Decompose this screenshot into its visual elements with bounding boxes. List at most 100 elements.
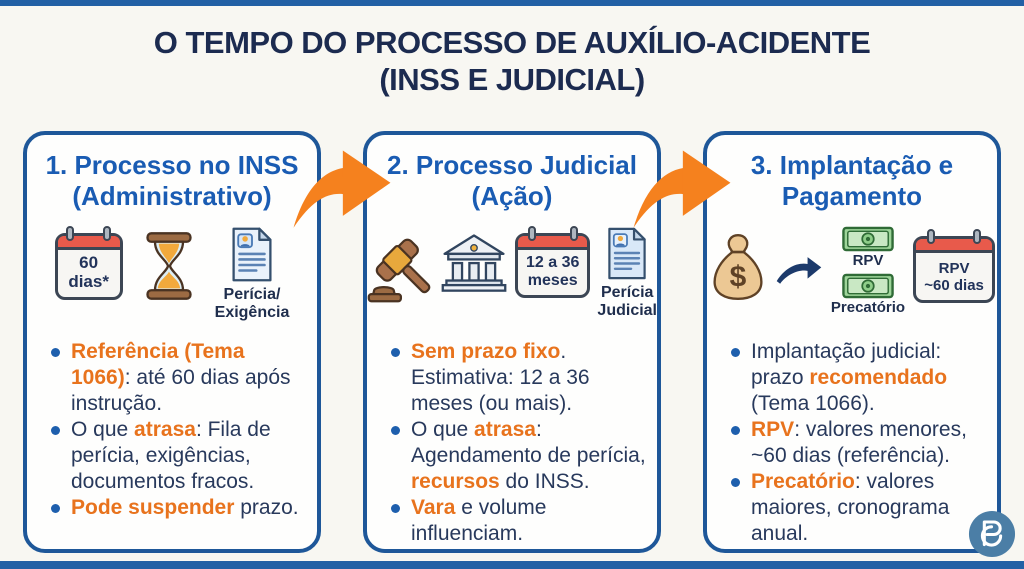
bullet-item: O que atrasa: Fila de perícia, exigência… [51,417,307,495]
flow-arrow-icon [291,144,393,230]
curved-arrow-icon [775,254,823,286]
document-label: Perícia/ Exigência [214,286,290,321]
money-bag-icon: $ [709,230,767,304]
bullet-text: Sem prazo fixo. Estimativa: 12 a 36 mese… [411,339,647,417]
document-expertise-icon [605,226,649,281]
card3-title: 3. Implantação e [750,150,954,180]
plain-text: O que [71,418,135,441]
highlighted-text: atrasa [474,418,536,441]
banknote-icon [842,226,894,252]
svg-text:$: $ [730,261,747,294]
card3-icons-row: $ RPV [707,226,997,322]
bullet-text: Vara e volume influenciam. [411,495,647,547]
bullet-dot-icon [51,504,60,513]
highlighted-text: Precatório [751,470,855,493]
bullet-text: O que atrasa: Fila de perícia, exigência… [71,417,307,495]
highlighted-text: atrasa [134,418,196,441]
plain-text: do INSS. [499,470,590,493]
plain-text: : até 60 dias após instrução. [71,366,291,415]
highlighted-text: Sem prazo fixo [411,340,561,363]
plain-text: : Agendamento de perícia, [411,418,646,467]
highlighted-text: Vara [411,496,456,519]
card3-bullets: Implantação judicial: prazo recomendado … [707,322,997,547]
card-implantacao-pagamento: 3. Implantação e Pagamento $ [703,131,1001,553]
highlighted-text: Pode suspender [71,496,235,519]
document-expertise-group: Perícia Judicial [597,226,657,319]
card1-title: 1. Processo no INSS [45,150,299,180]
bullet-item: RPV: valores menores, ~60 dias (referênc… [731,417,987,469]
bullet-item: Precatório: valores maiores, cronograma … [731,469,987,547]
calendar-label: 60 dias* [68,253,109,291]
card-processo-judicial: 2. Processo Judicial (Ação) [363,131,661,553]
bullet-text: O que atrasa: Agendamento de perícia, re… [411,417,647,495]
calendar-ring [569,226,578,241]
payment-types-group: RPV Precatório [831,226,905,319]
bullet-dot-icon [731,478,740,487]
card2-title: 2. Processo Judicial [386,150,637,180]
calendar-ring [926,229,935,244]
calendar-icon: RPV ~60 dias [913,229,996,303]
bullet-item: Referência (Tema 1066): até 60 dias após… [51,339,307,417]
calendar-label: RPV ~60 dias [924,260,984,294]
hourglass-icon [141,226,197,306]
card2-icons-row: 12 a 36 meses Perícia [367,226,657,322]
bullet-dot-icon [731,348,740,357]
bullet-text: Pode suspender prazo. [71,495,299,521]
flow-arrow-icon [631,144,733,230]
calendar-ring [102,226,111,241]
plain-text: : Fila de perícia, exigências, documento… [71,418,271,493]
bullet-dot-icon [391,348,400,357]
bullet-item: Pode suspender prazo. [51,495,307,521]
highlighted-text: recursos [411,470,500,493]
card1-bullets: Referência (Tema 1066): até 60 dias após… [27,322,317,521]
bullet-item: Vara e volume influenciam. [391,495,647,547]
calendar-label: 12 a 36 meses [526,254,580,289]
card3-subtitle: Pagamento [781,181,923,211]
calendar-header [916,239,993,253]
bullet-dot-icon [731,426,740,435]
document-label: Perícia Judicial [597,284,657,319]
bullet-dot-icon [51,348,60,357]
bullet-item: O que atrasa: Agendamento de perícia, re… [391,417,647,495]
top-accent-bar [0,0,1024,6]
plain-text: O que [411,418,475,441]
document-expertise-icon [229,226,275,283]
calendar-icon: 12 a 36 meses [515,226,591,299]
card1-subtitle: (Administrativo) [72,181,272,211]
bullet-dot-icon [51,426,60,435]
plain-text: (Tema 1066). [751,392,875,415]
card1-icons-row: 60 dias* [27,226,317,322]
courthouse-icon [440,232,508,296]
bullet-item: Implantação judicial: prazo recomendado … [731,339,987,417]
bullet-dot-icon [391,426,400,435]
rpv-label: RPV [852,252,884,269]
bullet-item: Sem prazo fixo. Estimativa: 12 a 36 mese… [391,339,647,417]
page-title-line2: (INSS E JUDICIAL) [379,62,645,97]
plain-text: prazo. [234,496,299,519]
highlighted-text: RPV [751,418,795,441]
card2-bullets: Sem prazo fixo. Estimativa: 12 a 36 mese… [367,322,657,547]
page-title: O TEMPO DO PROCESSO DE AUXÍLIO-ACIDENTE … [0,24,1024,98]
precatorio-label: Precatório [830,298,906,316]
calendar-ring [66,226,75,241]
bullet-text: Precatório: valores maiores, cronograma … [751,469,987,547]
bullet-text: Referência (Tema 1066): até 60 dias após… [71,339,307,417]
brand-logo-icon [968,510,1016,558]
card-processo-inss: 1. Processo no INSS (Administrativo) 60 … [23,131,321,553]
plain-text: : valores menores, ~60 dias (referência)… [751,418,967,467]
plain-text: . Estimativa: 12 a 36 meses (ou mais). [411,340,590,415]
calendar-ring [527,226,536,241]
plain-text: e volume influenciam. [411,496,547,545]
bullet-text: Implantação judicial: prazo recomendado … [751,339,987,417]
gavel-icon [367,234,433,306]
bullet-dot-icon [391,504,400,513]
calendar-icon: 60 dias* [54,226,123,301]
bullet-text: RPV: valores menores, ~60 dias (referênc… [751,417,987,469]
card2-subtitle: (Ação) [471,181,553,211]
highlighted-text: Referência (Tema 1066) [71,340,245,389]
plain-text: : valores maiores, cronograma anual. [751,470,950,545]
plain-text: Implantação judicial: prazo [751,340,942,389]
document-expertise-group: Perícia/ Exigência [214,226,290,321]
calendar-ring [973,229,982,244]
banknote-icon [842,273,894,299]
